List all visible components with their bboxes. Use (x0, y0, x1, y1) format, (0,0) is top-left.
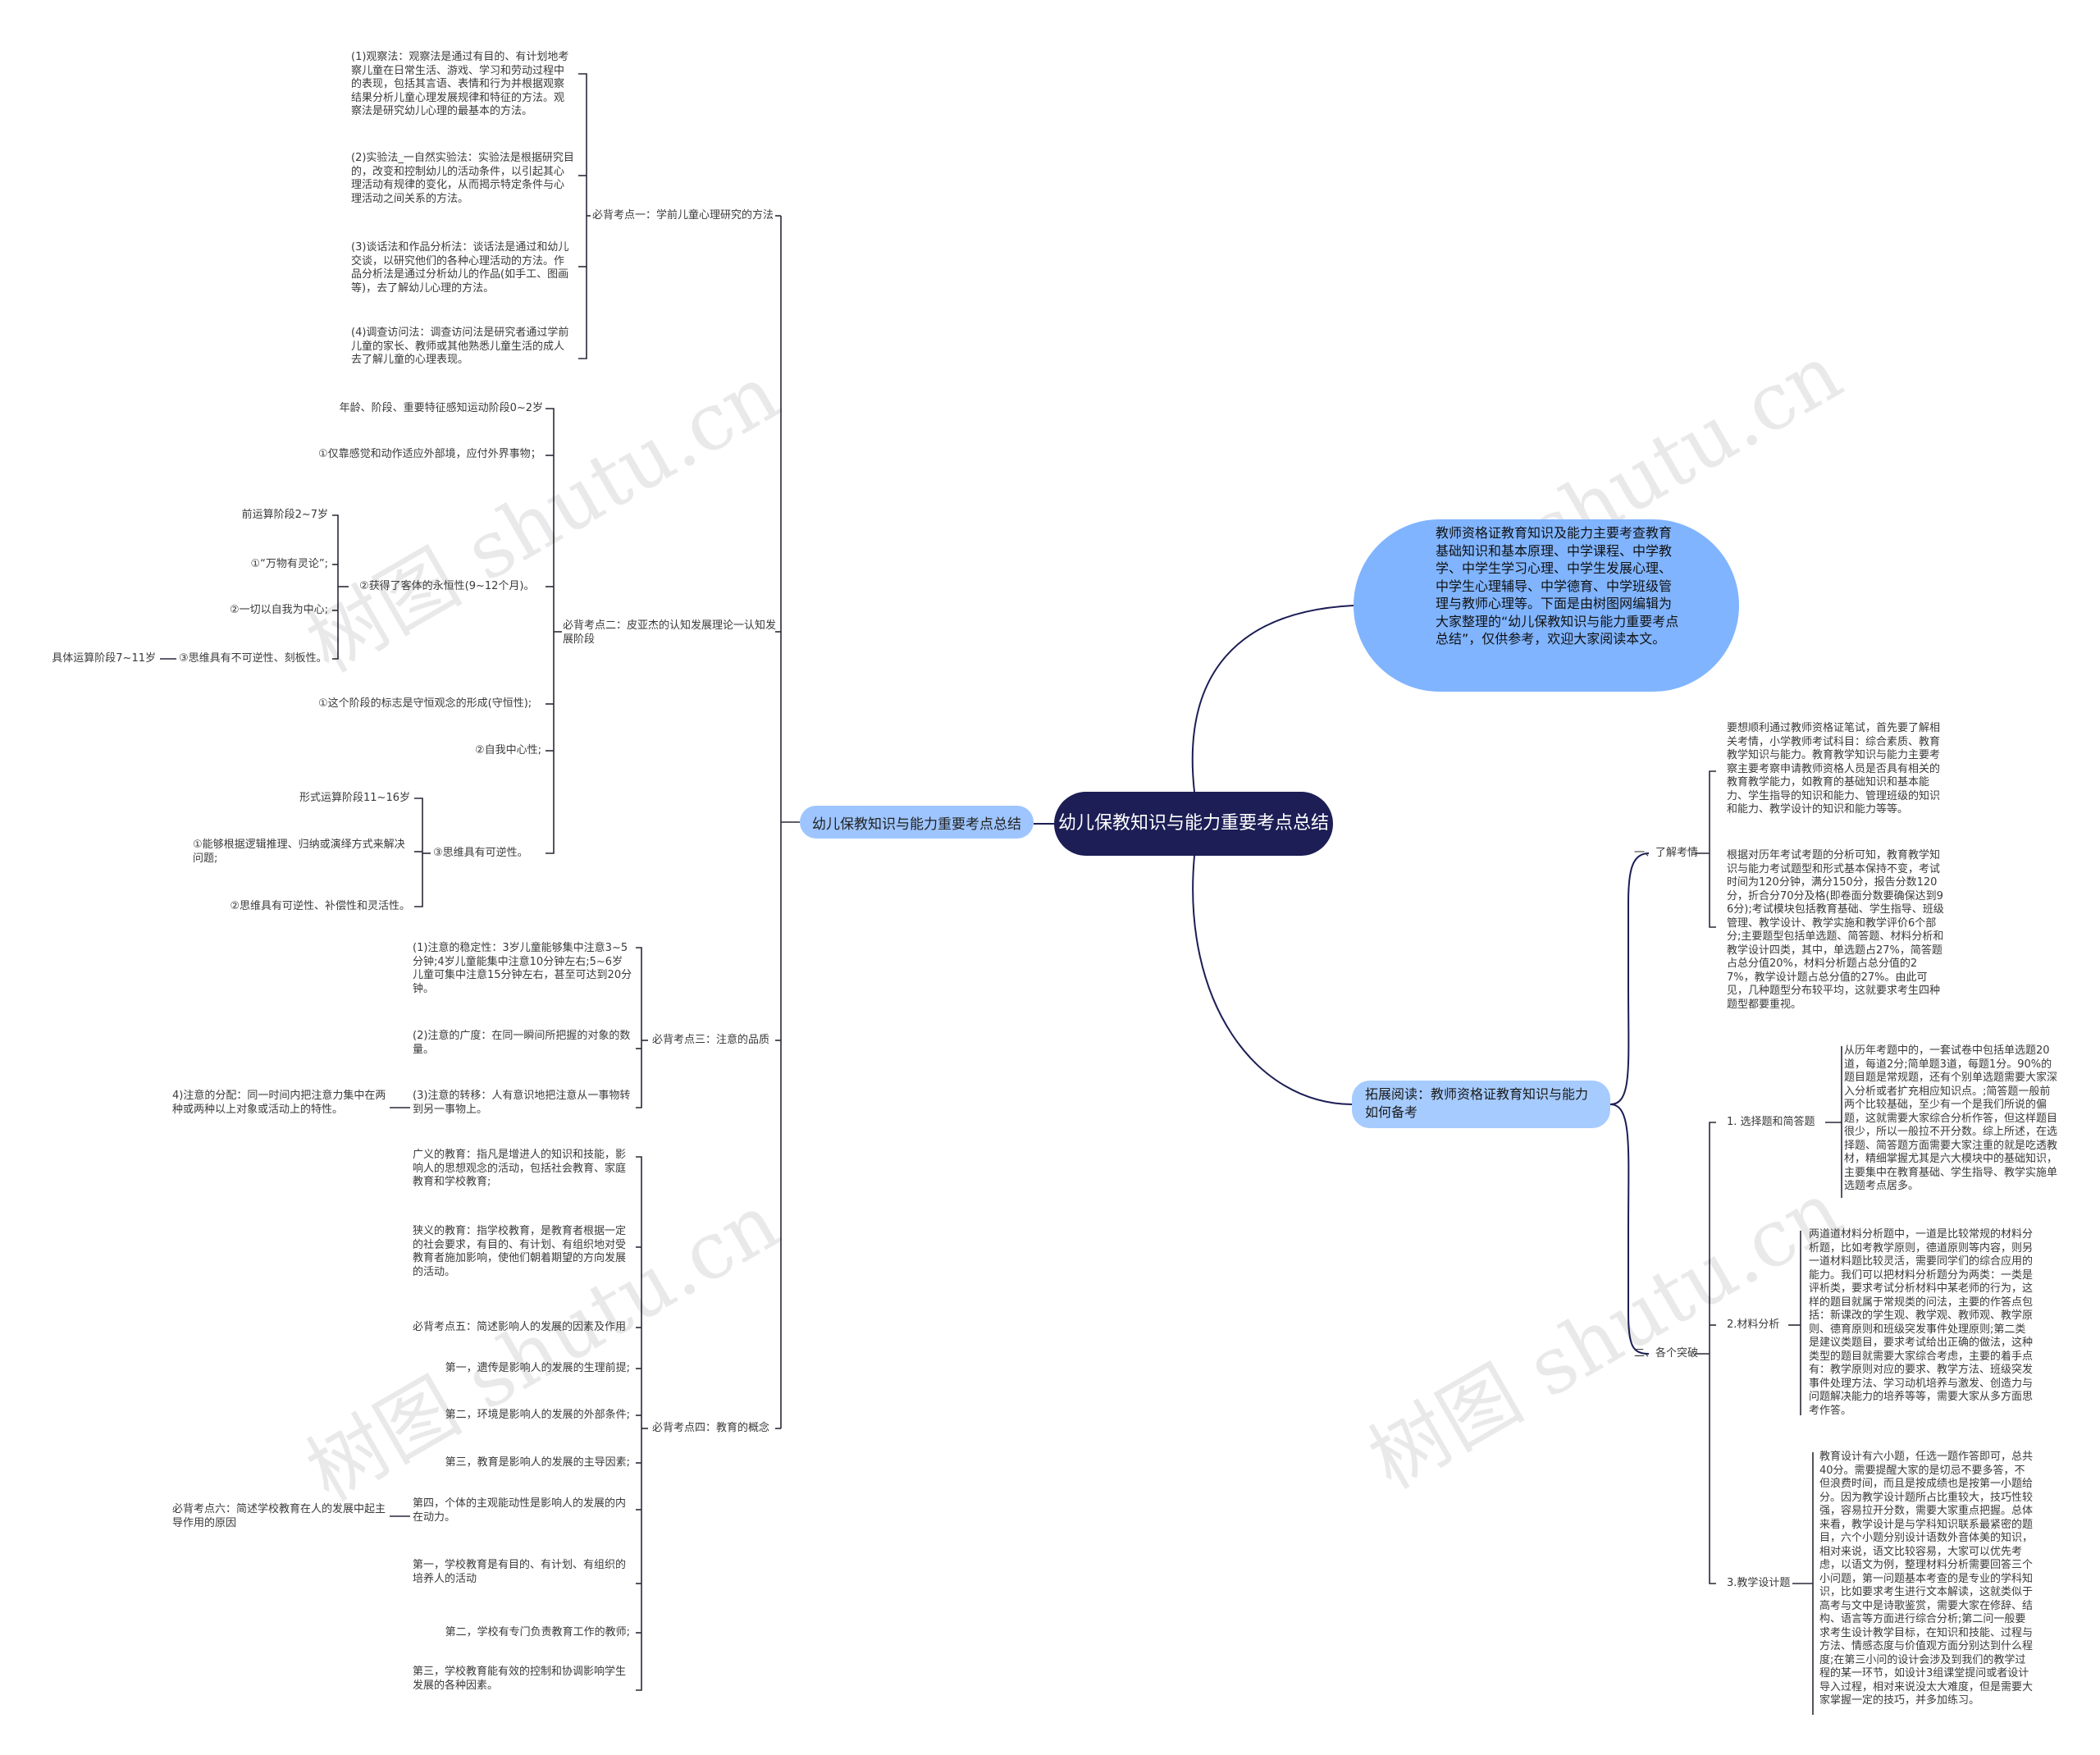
kp4-item-3: 必背考点五：简述影响人的发展的因素及作用 (413, 1321, 627, 1333)
kp4-item-7: 第四，个体的主观能动性是影响人的发展的内在动力。 (413, 1497, 627, 1524)
kp2-preop-irrev: ③思维具有不可逆性、刻板性。 (179, 652, 327, 665)
section1-label[interactable]: 一、了解考情 (1634, 847, 1699, 859)
kp3-label[interactable]: 必背考点三：注意的品质 (652, 1034, 770, 1046)
kp1-item-1: (1)观察法：观察法是通过有目的、有计划地考察儿童在日常生活、游戏、学习和劳动过… (351, 51, 569, 117)
kp2-decentering: ②自我中心性; (474, 744, 541, 756)
intro-bubble[interactable]: 教师资格证教育知识及能力主要考查教育基础知识和基本原理、中学课程、中学教学、中学… (1354, 519, 1739, 692)
kp2-preop-stage: 前运算阶段2~7岁 (241, 509, 328, 521)
kp1-item-2: (2)实验法_一自然实验法：实验法是根据研究目的，改变和控制幼儿的活动条件，以引… (351, 152, 574, 205)
section1-para-1: 要想顺利通过教师资格证笔试，首先要了解相关考情，小学教师考试科目：综合素质、教育… (1727, 722, 1941, 816)
kp2-preop-ego: ②一切以自我为中心; (229, 604, 328, 616)
material-text: 两道道材料分析题中，一道是比较常规的材料分析题，比如考教学原则，德道原则等内容，… (1809, 1228, 2034, 1417)
kp4-label[interactable]: 必背考点四：教育的概念 (652, 1422, 770, 1434)
kp4-item-10: 第三，学校教育能有效的控制和协调影响学生发展的各种因素。 (413, 1666, 627, 1692)
design-label[interactable]: 3.教学设计题 (1727, 1577, 1791, 1589)
kp2-formal-2: ②思维具有可逆性、补偿性和灵活性。 (230, 900, 410, 912)
material-label[interactable]: 2.材料分析 (1727, 1319, 1780, 1331)
left-hub-node[interactable]: 幼儿保教知识与能力重要考点总结 (800, 806, 1034, 839)
kp2-reversible: ③思维具有可逆性。 (433, 847, 528, 859)
kp2-formal-stage: 形式运算阶段11~16岁 (299, 792, 410, 804)
section1-para-2: 根据对历年考试考题的分析可知，教育教学知识与能力考试题型和形式基本保持不变，考试… (1727, 849, 1944, 1011)
kp4-item-4: 第一，遗传是影响人的发展的生理前提; (445, 1362, 630, 1374)
choice-text: 从历年考题中的，一套试卷中包括单选题20道，每道2分;简单题3道，每题1分。90… (1844, 1044, 2058, 1192)
kp6-label: 必背考点六：简述学校教育在人的发展中起主导作用的原因 (172, 1503, 386, 1529)
kp2-item-a: ①仅靠感觉和动作适应外部境，应付外界事物； (318, 448, 541, 460)
kp2-formal-1: ①能够根据逻辑推理、归纳或演绎方式来解决问题; (193, 839, 405, 865)
kp1-label[interactable]: 必背考点一：学前儿童心理研究的方法 (592, 209, 774, 222)
kp2-label[interactable]: 必背考点二：皮亚杰的认知发展理论一认知发展阶段 (563, 619, 777, 646)
root-node[interactable]: 幼儿保教知识与能力重要考点总结 (1054, 792, 1333, 856)
kp3-item-3: (3)注意的转移：人有意识地把注意从一事物转到另一事物上。 (413, 1090, 631, 1116)
section2-label[interactable]: 二、各个突破 (1634, 1347, 1699, 1360)
choice-label[interactable]: 1. 选择题和简答题 (1727, 1116, 1815, 1128)
kp2-preop: ②获得了客体的永恒性(9~12个月)。 (359, 580, 535, 592)
kp4-item-8: 第一，学校教育是有目的、有计划、有组织的培养人的活动 (413, 1559, 627, 1585)
kp4-item-9: 第二，学校有专门负责教育工作的教师; (445, 1626, 630, 1638)
kp1-item-4: (4)调查访问法：调查访问法是研究者通过学前儿童的家长、教师或其他熟悉儿童生活的… (351, 327, 569, 366)
kp1-item-3: (3)谈话法和作品分析法：谈话法是通过和幼儿交谈，以研究他们的各种心理活动的方法… (351, 241, 569, 295)
kp4-item-1: 广义的教育：指凡是增进人的知识和技能，影响人的思想观念的活动，包括社会教育、家庭… (413, 1149, 627, 1188)
kp4-item-6: 第三，教育是影响人的发展的主导因素; (445, 1456, 630, 1469)
kp4-item-2: 狭义的教育：指学校教育，是教育者根据一定的社会要求，有目的、有计划、有组织地对受… (413, 1225, 627, 1278)
kp3-distribution: 4)注意的分配：同一时间内把注意力集中在两种或两种以上对象或活动上的特性。 (172, 1090, 386, 1116)
kp4-item-5: 第二，环境是影响人的发展的外部条件; (445, 1409, 630, 1421)
extension-node[interactable]: 拓展阅读：教师资格证教育知识与能力如何备考 (1352, 1081, 1610, 1128)
kp2-concrete-stage: 具体运算阶段7~11岁 (52, 652, 156, 665)
design-text: 教育设计有六小题，任选一题作答即可，总共40分。需要提醒大家的是切忌不要多答，不… (1819, 1451, 2034, 1707)
kp2-preop-animism: ①“万物有灵论”; (250, 558, 328, 570)
kp2-stage1: 年龄、阶段、重要特征感知运动阶段0~2岁 (339, 402, 543, 414)
kp2-conserv: ①这个阶段的标志是守恒观念的形成(守恒性); (318, 697, 532, 710)
kp3-item-1: (1)注意的稳定性：3岁儿童能够集中注意3~5分钟;4岁儿童能集中注意10分钟左… (413, 942, 632, 995)
kp3-item-2: (2)注意的广度：在同一瞬间所把握的对象的数量。 (413, 1030, 631, 1056)
